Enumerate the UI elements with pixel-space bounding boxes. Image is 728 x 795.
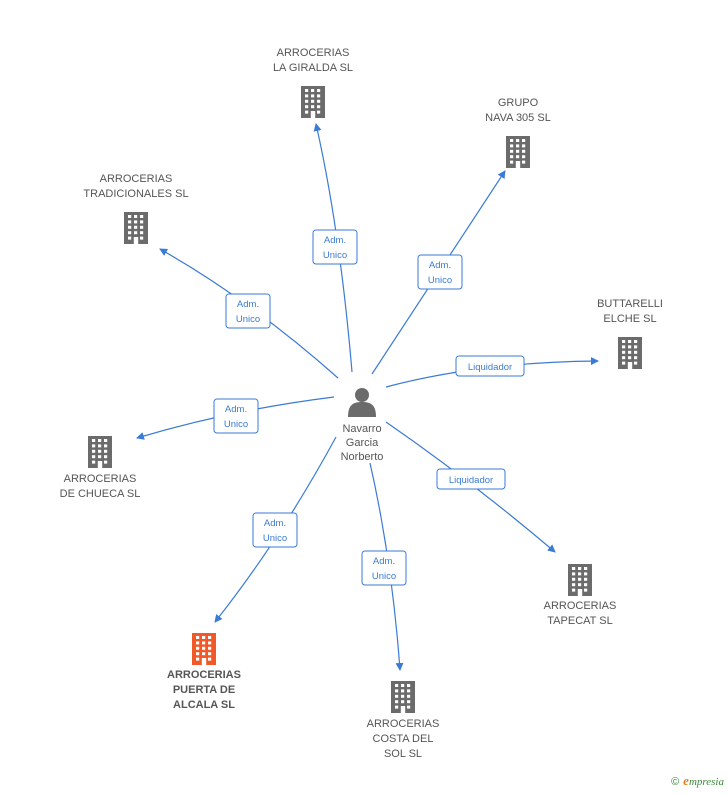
relation-box	[252, 512, 298, 548]
relation-text: Unico	[372, 571, 396, 582]
relation-box	[361, 550, 407, 586]
brand-logo: empresia	[683, 773, 724, 788]
relation-box	[417, 254, 463, 290]
company-node-tapecat[interactable]: ARROCERIAS TAPECAT SL	[544, 564, 617, 627]
building-icon	[618, 337, 642, 369]
relation-text: Adm.	[225, 404, 247, 415]
company-name-line: ARROCERIAS	[367, 718, 440, 730]
building-icon	[192, 633, 216, 665]
relation-label-tapecat: Liquidador	[436, 468, 506, 490]
brand-initial: e	[683, 773, 689, 788]
relation-text: Adm.	[324, 235, 346, 246]
relation-label-tradicionales: Adm. Unico	[225, 293, 271, 329]
relation-text: Unico	[263, 533, 287, 544]
relation-text: Adm.	[264, 518, 286, 529]
relation-text: Liquidador	[449, 475, 493, 486]
company-name-line: ARROCERIAS	[100, 173, 173, 185]
company-name-line: COSTA DEL	[373, 733, 434, 745]
relation-label-puerta: Adm. Unico	[252, 512, 298, 548]
company-name-line: TRADICIONALES SL	[83, 188, 188, 200]
relation-label-giralda: Adm. Unico	[312, 229, 358, 265]
company-node-giralda[interactable]: ARROCERIAS LA GIRALDA SL	[273, 47, 353, 118]
building-icon	[506, 136, 530, 168]
relation-label-nava: Adm. Unico	[417, 254, 463, 290]
relation-text: Unico	[224, 419, 248, 430]
relation-text: Liquidador	[468, 362, 512, 373]
copyright-symbol: ©	[671, 776, 680, 788]
building-icon	[88, 436, 112, 468]
relation-text: Adm.	[429, 260, 451, 271]
relation-box	[436, 468, 506, 490]
building-icon	[391, 681, 415, 713]
footer-brand: ©empresia	[671, 773, 724, 789]
company-name-line: TAPECAT SL	[547, 615, 612, 627]
edges-layer: Adm.UnicoAdm.UnicoAdm.UnicoLiquidadorAdm…	[136, 123, 599, 671]
relation-box	[213, 398, 259, 434]
person-name-line: Norberto	[341, 451, 384, 463]
relation-text: Adm.	[373, 556, 395, 567]
company-node-costa[interactable]: ARROCERIAS COSTA DEL SOL SL	[367, 681, 440, 760]
company-name-line: SOL SL	[384, 748, 422, 760]
company-name-line: LA GIRALDA SL	[273, 62, 353, 74]
relation-label-buttarelli: Liquidador	[455, 355, 525, 377]
company-name-line: ELCHE SL	[603, 313, 656, 325]
company-node-puerta[interactable]: ARROCERIAS PUERTA DE ALCALA SL	[167, 633, 241, 711]
company-name-line: ARROCERIAS	[167, 669, 241, 681]
building-icon	[568, 564, 592, 596]
relation-label-chueca: Adm. Unico	[213, 398, 259, 434]
brand-name: mpresia	[688, 776, 724, 788]
company-name-line: NAVA 305 SL	[485, 112, 551, 124]
company-name-line: PUERTA DE	[173, 684, 235, 696]
relation-label-costa: Adm. Unico	[361, 550, 407, 586]
person-name-line: Navarro	[342, 423, 381, 435]
company-name-line: BUTTARELLI	[597, 298, 663, 310]
relation-text: Unico	[428, 275, 452, 286]
relation-text: Unico	[236, 314, 260, 325]
company-node-tradicionales[interactable]: ARROCERIAS TRADICIONALES SL	[83, 173, 189, 244]
building-icon	[124, 212, 148, 244]
company-node-buttarelli[interactable]: BUTTARELLI ELCHE SL	[597, 298, 663, 369]
company-name-line: ALCALA SL	[173, 699, 235, 711]
company-name-line: DE CHUECA SL	[60, 488, 141, 500]
building-icon	[301, 86, 325, 118]
company-node-nava[interactable]: GRUPO NAVA 305 SL	[485, 97, 551, 168]
person-name-line: Garcia	[346, 437, 379, 449]
company-name-line: ARROCERIAS	[277, 47, 350, 59]
relation-text: Unico	[323, 250, 347, 261]
relation-box	[225, 293, 271, 329]
company-name-line: ARROCERIAS	[64, 473, 137, 485]
company-name-line: ARROCERIAS	[544, 600, 617, 612]
company-name-line: GRUPO	[498, 97, 539, 109]
relation-box	[312, 229, 358, 265]
person-icon	[348, 388, 376, 417]
company-node-chueca[interactable]: ARROCERIAS DE CHUECA SL	[60, 436, 141, 500]
relation-box	[455, 355, 525, 377]
relation-text: Adm.	[237, 299, 259, 310]
